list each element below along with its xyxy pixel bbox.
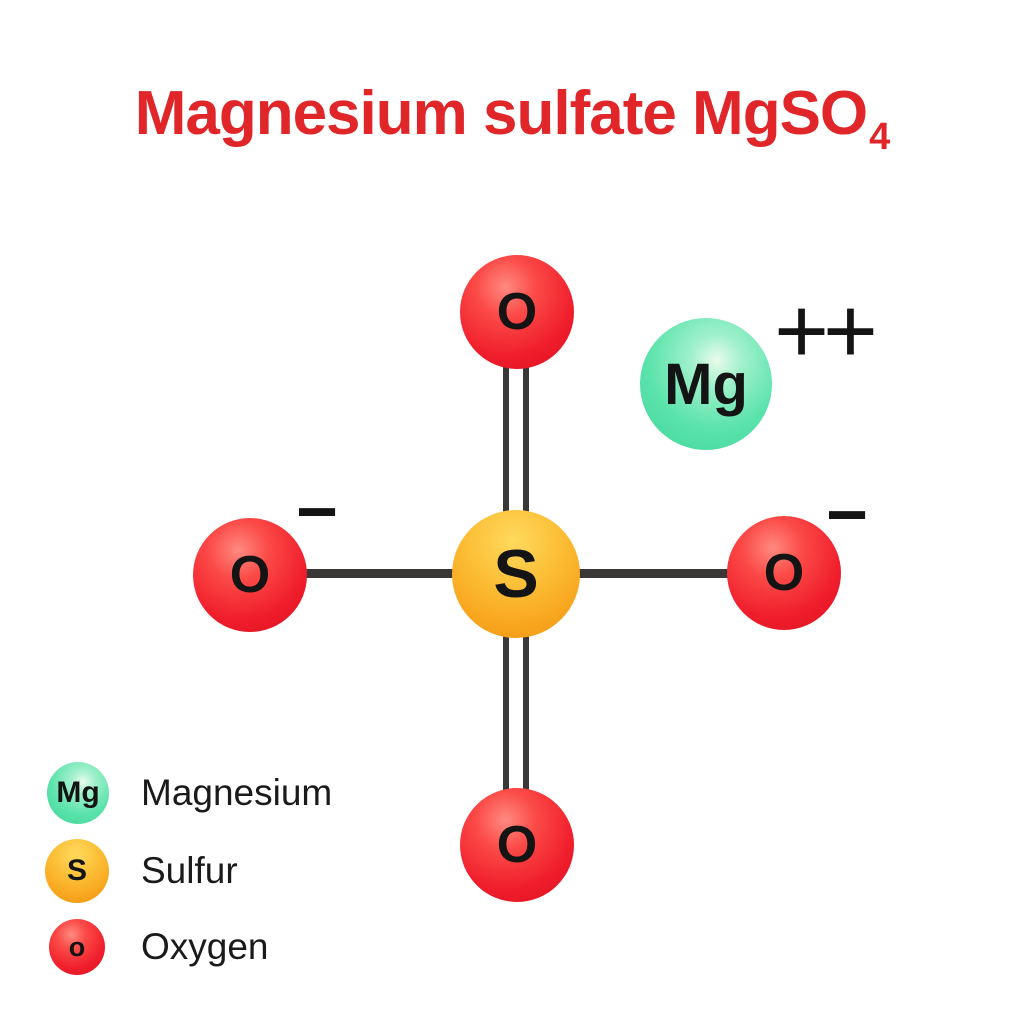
bond-line (523, 352, 529, 520)
title-text: Magnesium sulfate MgSO (134, 79, 868, 148)
atom-symbol: O (496, 283, 538, 341)
legend-label-magnesium: Magnesium (141, 772, 333, 813)
sulfur-atom-center: S (452, 510, 580, 638)
oxygen-atom-top: O (460, 255, 574, 369)
atom-symbol: S (493, 536, 539, 612)
oxygen-atom-right: O (727, 516, 841, 630)
title-subscript: 4 (869, 116, 890, 158)
oxygen-atom-left: O (193, 518, 307, 632)
atom-symbol: O (763, 544, 805, 602)
legend-swatch-magnesium: Mg (47, 762, 109, 824)
legend-label-oxygen: Oxygen (141, 926, 269, 967)
bond-s-o-left-single (268, 569, 468, 578)
bond-line (503, 628, 509, 798)
legend-item-magnesium: Mg Magnesium (47, 762, 332, 824)
legend-item-sulfur: S Sulfur (45, 839, 238, 903)
legend-symbol: o (68, 931, 86, 962)
positive-charge-magnesium: ++ (774, 278, 878, 383)
negative-charge-right: − (825, 475, 869, 555)
bond-s-o-right-single (558, 569, 758, 578)
atom-symbol: Mg (664, 351, 748, 417)
bond-s-o-top-double (503, 352, 529, 520)
legend-item-oxygen: o Oxygen (49, 919, 269, 975)
legend-swatch-sulfur: S (45, 839, 109, 903)
atom-symbol: O (496, 816, 538, 874)
negative-charge-left: − (295, 472, 339, 552)
bond-line (503, 352, 509, 520)
magnesium-cation: Mg (640, 318, 772, 450)
page-title: Magnesium sulfate MgSO4 (0, 78, 1024, 158)
oxygen-atom-bottom: O (460, 788, 574, 902)
atom-symbol: O (229, 546, 271, 604)
legend-symbol: Mg (56, 776, 100, 809)
legend-label-sulfur: Sulfur (141, 850, 238, 891)
bond-line (523, 628, 529, 798)
legend-swatch-oxygen: o (49, 919, 105, 975)
bond-s-o-bottom-double (503, 628, 529, 798)
legend-symbol: S (66, 854, 87, 887)
